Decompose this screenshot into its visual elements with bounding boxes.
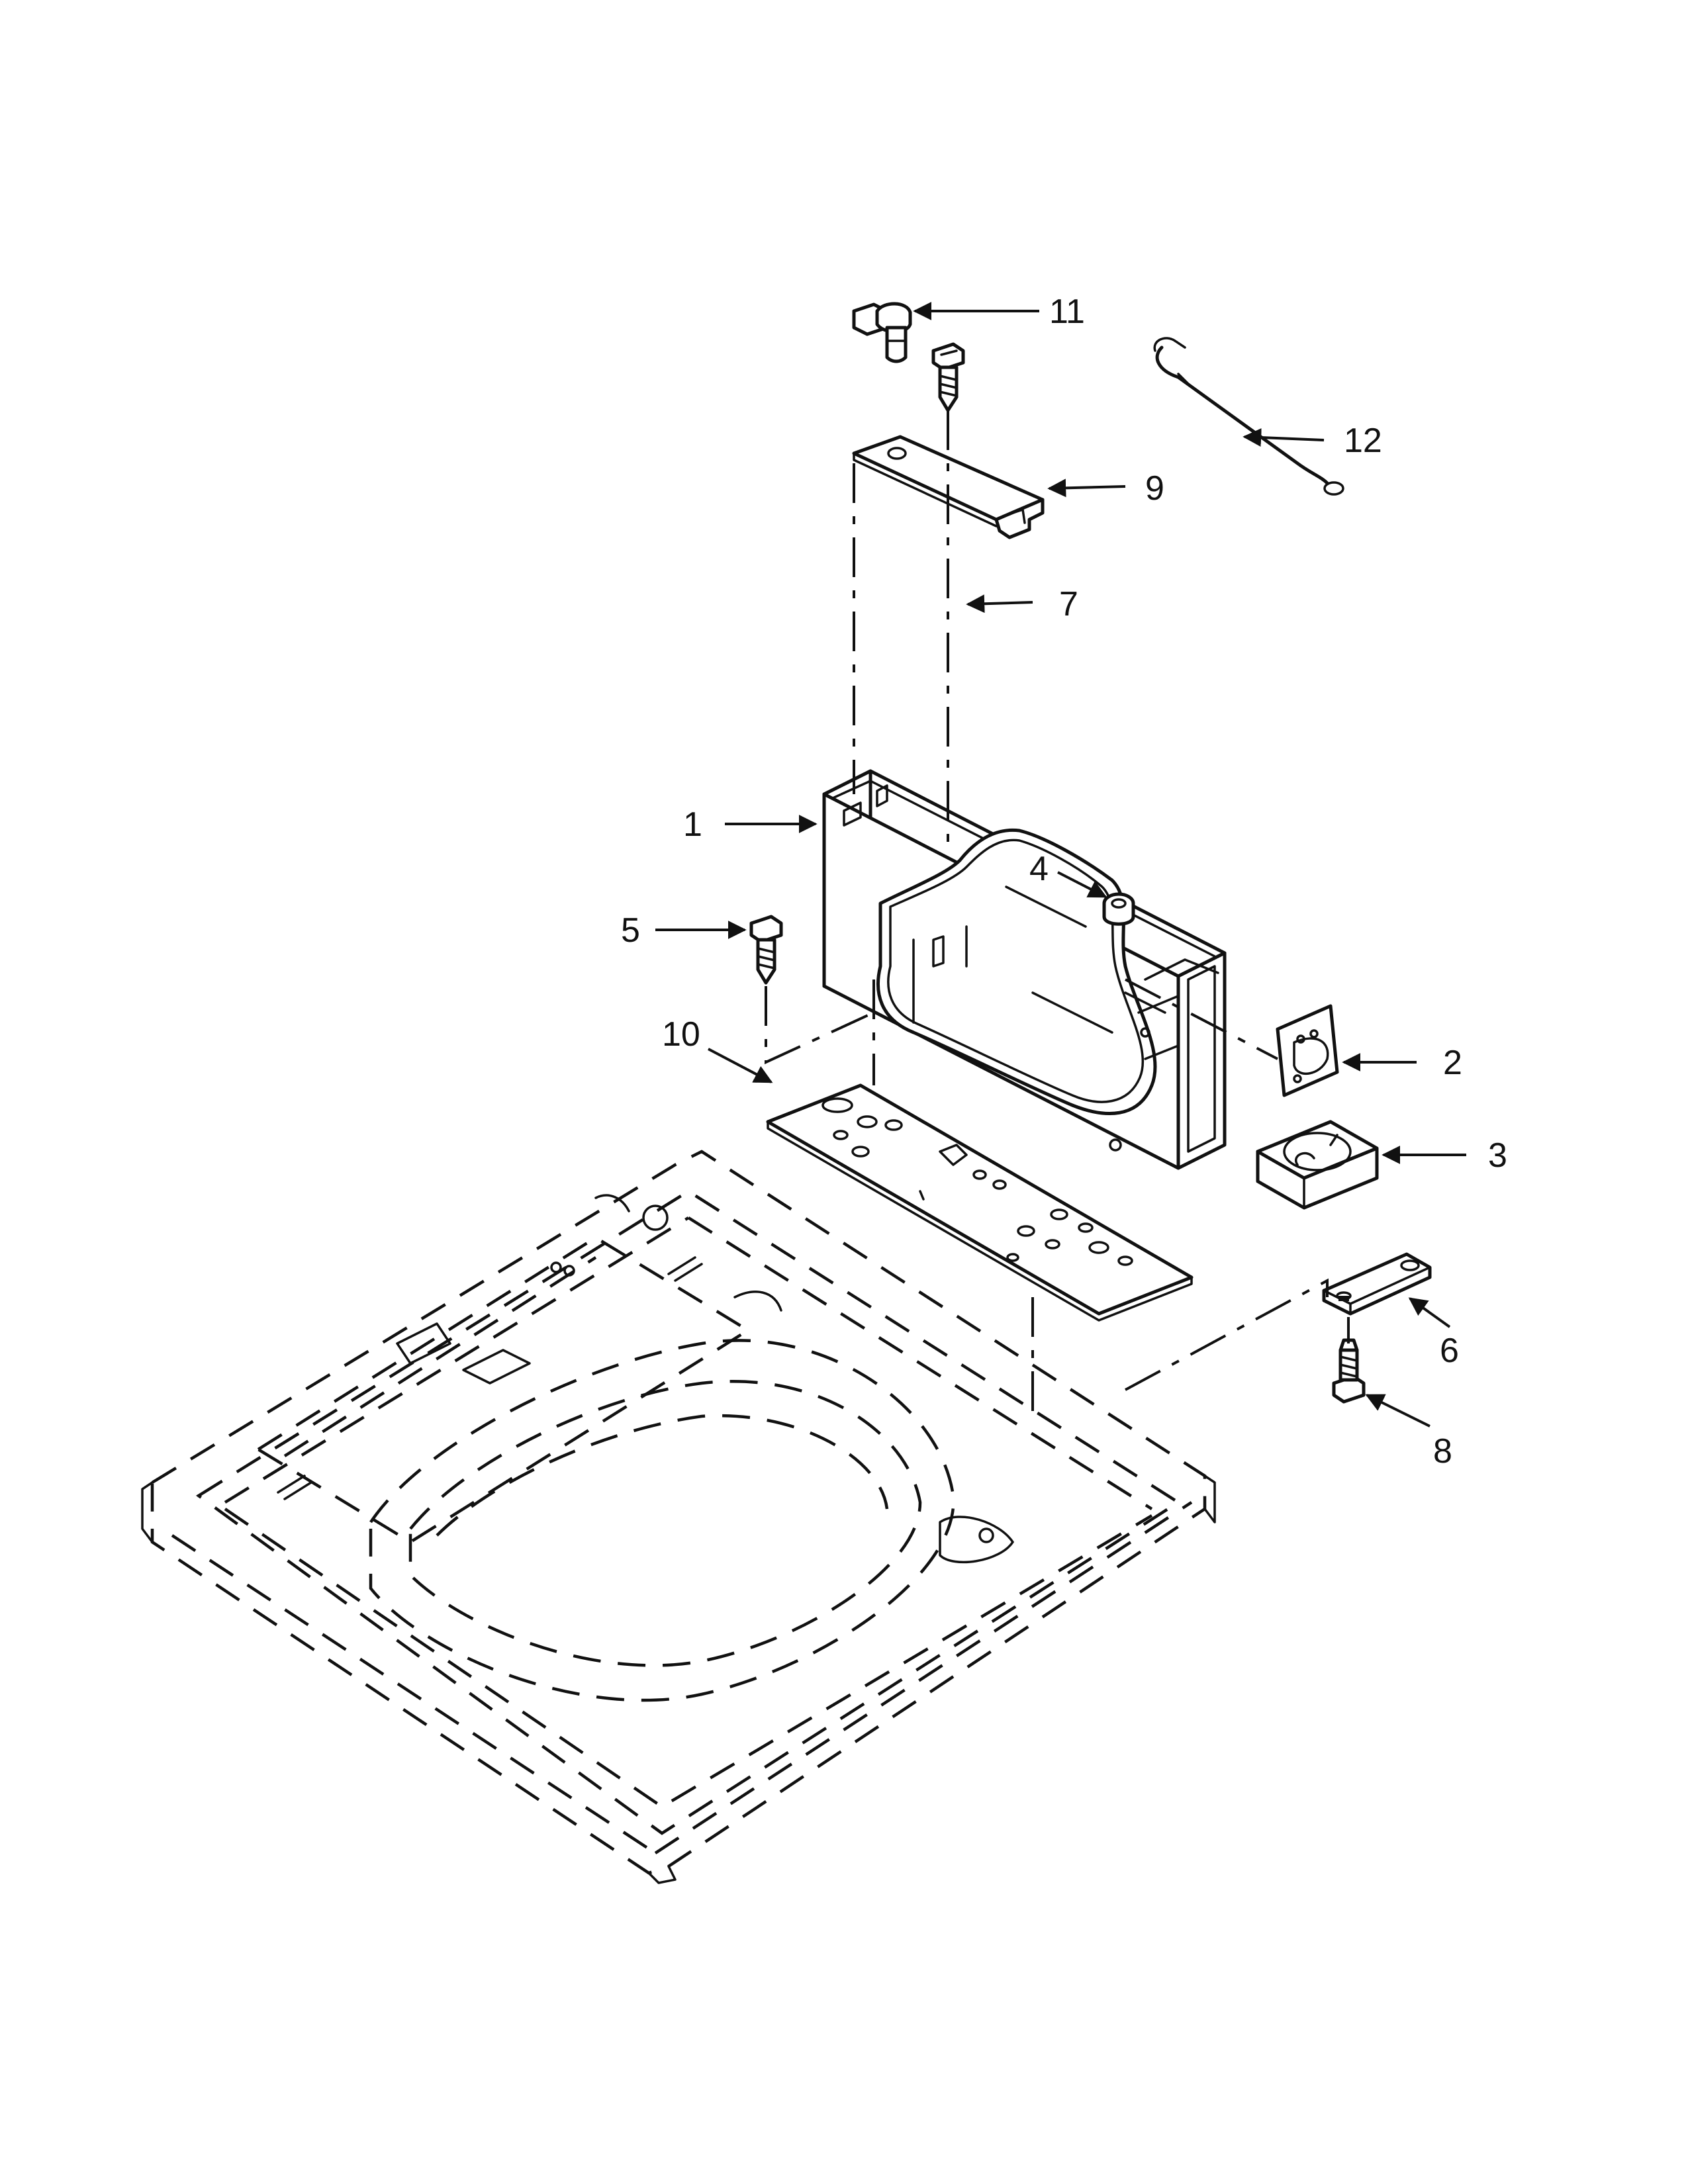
- part-10-panel: [766, 1083, 1194, 1322]
- callout-9: 9: [1145, 469, 1164, 508]
- part-4-bushing: [1102, 892, 1135, 926]
- callout-12: 12: [1344, 422, 1382, 460]
- base-frame-phantom: [141, 1150, 1216, 1884]
- part-1-housing: [822, 769, 1227, 1170]
- part-11-clip: [852, 302, 912, 363]
- part-8-screw: [1332, 1338, 1366, 1404]
- callout-3: 3: [1488, 1136, 1507, 1175]
- callout-2: 2: [1443, 1044, 1462, 1082]
- part-5-screw: [749, 915, 783, 985]
- part-12-wire: [1153, 337, 1344, 496]
- callout-8: 8: [1433, 1432, 1452, 1471]
- callout-labels: 11 12 9 7 1 4 5 2 3 10 6 8: [621, 293, 1507, 1471]
- callout-11: 11: [1049, 293, 1085, 331]
- part-7-screw: [931, 342, 965, 412]
- callout-10: 10: [662, 1015, 700, 1054]
- assembly-lines: [765, 410, 1350, 1423]
- callout-7: 7: [1059, 585, 1078, 623]
- part-3-cup: [1256, 1120, 1379, 1210]
- callout-5: 5: [621, 911, 640, 950]
- callout-1: 1: [683, 805, 702, 844]
- callout-4: 4: [1029, 850, 1049, 888]
- callout-6: 6: [1440, 1332, 1459, 1370]
- leader-arrows: [655, 302, 1466, 1428]
- part-6-bracket: [1322, 1252, 1432, 1316]
- part-2-plate: [1276, 1004, 1339, 1097]
